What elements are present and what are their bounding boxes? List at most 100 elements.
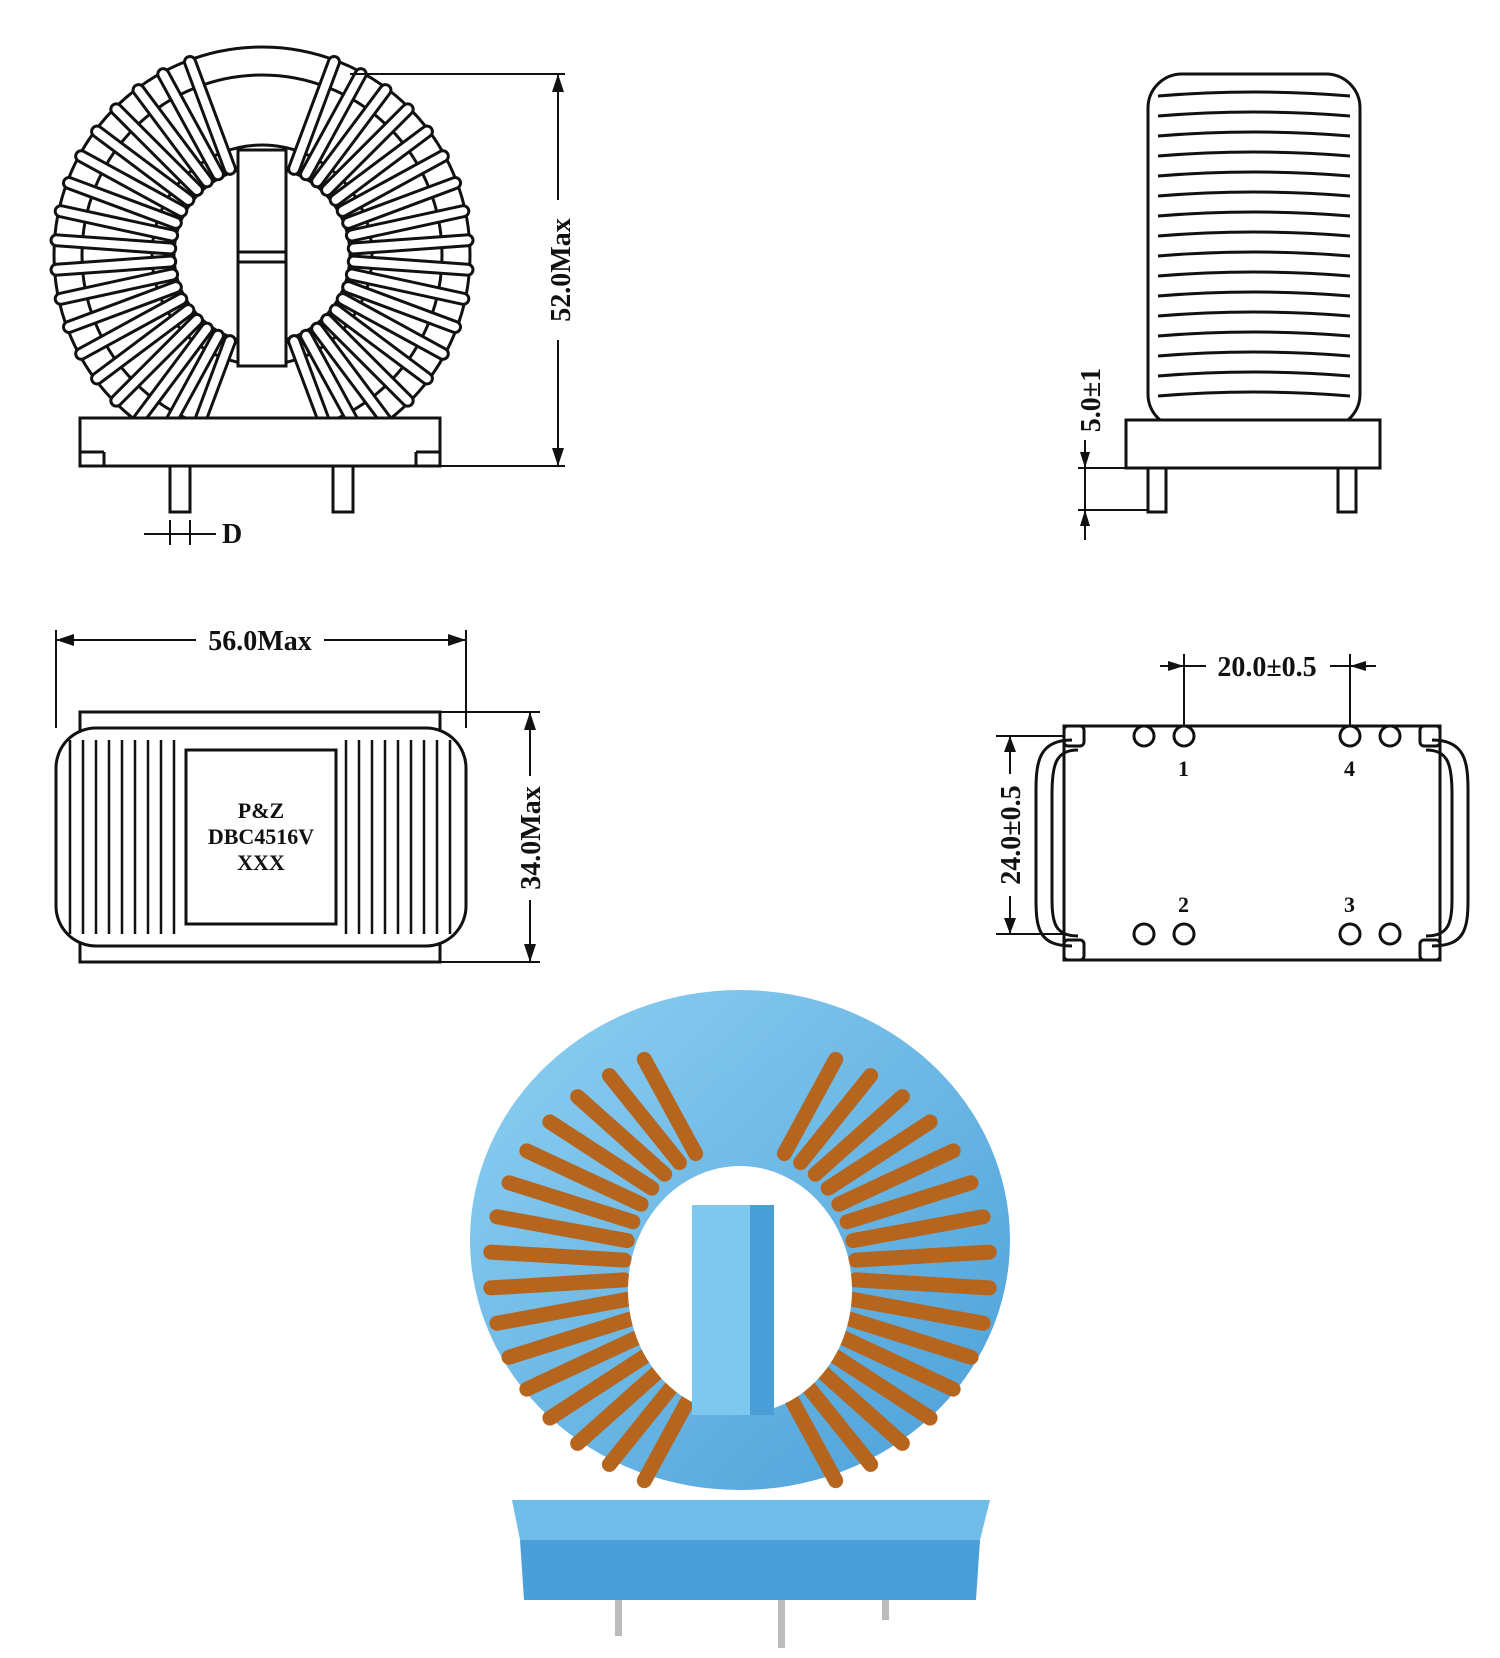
width-label: 56.0Max [208,626,311,657]
render-winding-turn [570,1358,673,1451]
side-winding-turn [1157,370,1351,378]
side-winding-turn [1157,110,1351,118]
front-winding-turn-fill [313,86,390,186]
render-winding-turn [820,1114,938,1196]
front-winding-turn-fill [338,152,447,215]
side-winding-turn [1157,230,1351,238]
mount-hole-2 [1132,922,1156,946]
front-winding-turn-fill [302,70,365,179]
render-winding-turn [831,1328,961,1397]
front-winding-turn-fill [64,179,180,227]
render-winding-turn [542,1114,660,1196]
pin-label-2: 2 [1178,892,1189,917]
render-base-front [520,1540,980,1600]
front-winding-turn-fill [349,257,472,274]
marking-line-1: P&Z [238,798,284,823]
front-winding-turn-fill [323,316,412,405]
side-winding-turn [1157,270,1351,278]
render-winding-turn [570,1089,673,1182]
marking-line-3: XXX [237,850,285,875]
depth-dimension: 34.0Max [440,711,547,963]
front-winding-turn-fill [93,127,193,204]
width-dimension: 56.0Max [55,622,467,728]
top-view-windings [68,740,452,934]
pin-pitch-x-dimension: 20.0±0.5 [1160,652,1376,726]
render-winding-turn [489,1291,635,1331]
product-render [470,990,1010,1648]
side-base [1124,418,1382,470]
front-winding-turn-fill [93,306,193,383]
front-winding-turn-fill [52,257,175,274]
front-winding-turn-fill [331,127,431,204]
render-winding-turn [820,1344,938,1426]
render-winding-turn [839,1310,979,1365]
front-winding-turn-fill [77,295,186,358]
side-winding-turn [1157,390,1351,398]
bottom-view: 1 4 2 3 [1034,724,1470,962]
render-winding-turn [845,1291,991,1331]
pin-diameter-label: D [222,519,242,550]
front-pin-right [331,464,355,514]
front-winding-turn-fill [347,207,468,240]
front-view [49,45,475,514]
render-pin [615,1590,622,1636]
height-dimension: 52.0Max [350,73,577,467]
render-winding-turn [601,1068,687,1171]
render-winding-turn [776,1051,844,1162]
mount-hole-1 [1132,724,1156,748]
standoff-dimension: 5.0±1 [1076,368,1148,540]
side-pin-right [1336,466,1358,514]
render-winding-turn [501,1310,641,1365]
front-pin-left [168,464,192,514]
front-base [78,416,442,468]
front-winding-turn-fill [56,270,177,303]
render-winding-turn [839,1175,979,1230]
front-winding-turn-fill [186,57,234,173]
render-winding-turn [776,1378,844,1489]
front-winding-turn-fill [56,207,177,240]
side-winding-turn [1157,250,1351,258]
side-winding-turn [1157,170,1351,178]
front-winding-turn-fill [338,295,447,358]
front-winding-turn-fill [77,152,186,215]
mount-hole-3 [1378,922,1402,946]
render-winding-turn [793,1369,879,1472]
marking-line-2: DBC4516V [208,824,314,849]
height-label: 52.0Max [546,218,577,321]
front-winding-turn-fill [331,306,431,383]
render-winding-turn [793,1068,879,1171]
front-winding-turn-fill [112,105,201,194]
bottom-base [1062,724,1442,962]
render-winding-turn [636,1051,704,1162]
render-winding-turn [848,1272,997,1296]
render-divider [692,1205,750,1415]
side-view-windings [1157,90,1351,398]
side-winding-turn [1157,330,1351,338]
front-winding-turn-fill [134,86,211,186]
render-winding-turn [601,1369,687,1472]
front-winding-turn-fill [323,105,412,194]
render-winding-turn [519,1328,649,1397]
render-winding-turn [848,1244,997,1268]
render-winding-turn [501,1175,641,1230]
render-winding-turn [845,1209,991,1249]
front-winding-turn-fill [64,283,180,331]
pin-hole-2 [1172,922,1196,946]
render-winding-turn [483,1272,632,1296]
marking-plate [184,748,338,926]
render-winding-turn [542,1344,660,1426]
render-winding-turn [519,1143,649,1212]
pin-diameter-dimension: D [144,519,242,550]
side-view [1124,72,1382,514]
side-winding-turn [1157,90,1351,98]
front-winding-turn-fill [344,179,460,227]
mount-hole-4 [1378,724,1402,748]
center-divider [236,148,288,368]
top-view: P&Z DBC4516V XXX [54,710,468,964]
front-view-windings [49,54,475,456]
render-winding-turn [489,1209,635,1249]
front-winding-turn-fill [52,236,175,253]
render-winding-turn [807,1358,910,1451]
front-winding-turn-fill [349,236,472,253]
